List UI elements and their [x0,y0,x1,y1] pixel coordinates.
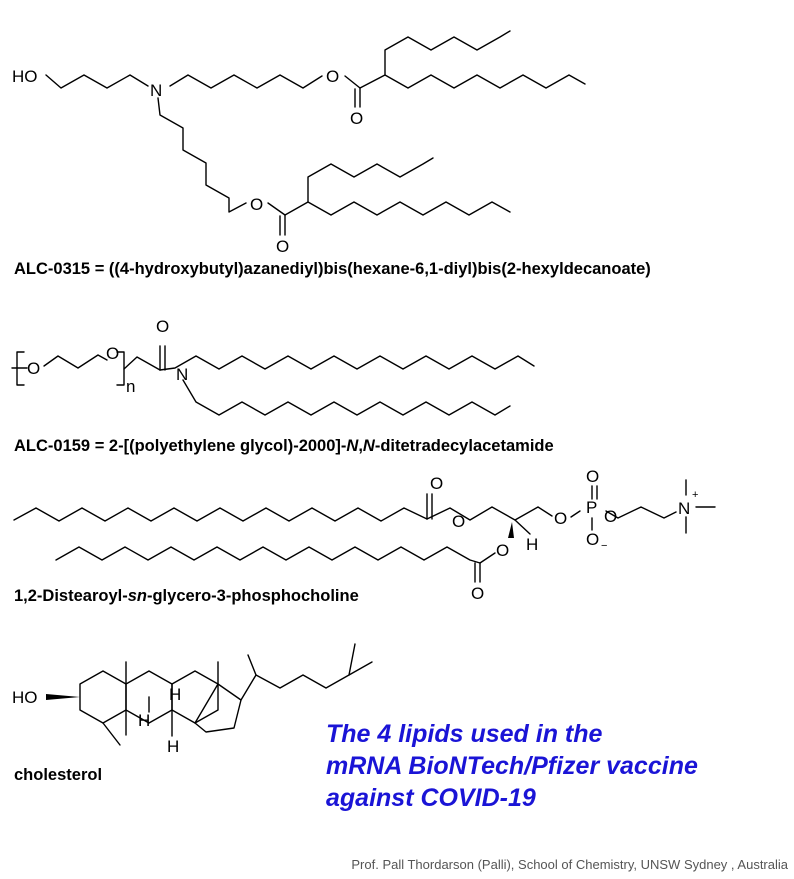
dspc-p-label: P [586,498,597,517]
alc0315-upper-ester-o-label: O [326,67,339,86]
dspc-phosphate-o2-label: O [586,467,599,486]
dspc-caption: 1,2-Distearoyl-sn-glycero-3-phosphocholi… [14,587,359,606]
dspc-glycerol-backbone [426,506,553,521]
alc0315-lower-branch [284,157,434,216]
alc0315-lower-carbonyl-o-label: O [276,237,289,256]
cholesterol-h2-label: H [138,711,150,730]
dspc-upper-carbonyl-o-label: O [430,474,443,493]
alc0315-lower-hexyl-linker [157,97,247,213]
dspc-caption-part2: -glycero-3-phosphocholine [146,587,359,605]
alc0315-ho-label: HO [12,67,38,86]
dspc-phosphate-link [570,510,581,518]
alc0159-caption-part1: ALC-0159 = 2-[(polyethylene glycol)-2000… [14,437,347,455]
alc0159-caption: ALC-0159 = 2-[(polyethylene glycol)-2000… [14,437,554,456]
alc0315-lower-ester-o-label: O [250,195,263,214]
alc0159-peg-chain [43,354,108,369]
alc0315-upper-carbonyl-o-label: O [350,109,363,128]
headline-line3: against COVID-19 [326,784,536,812]
alc0159-repeat-n-label: n [126,377,135,396]
dspc-phosphate-o-minus-label: O [586,530,599,549]
headline-line2: mRNA BioNTech/Pfizer vaccine [326,752,698,780]
dspc-stereo-wedge [508,522,514,538]
dspc-upper-ester-o-label: O [452,512,465,531]
alc0315-upper-branch [359,30,511,89]
alc0159-caption-italic-n1: N [346,437,359,455]
cholesterol-ring-system [46,643,373,746]
dspc-phosphate-o1-label: O [554,509,567,528]
headline: The 4 lipids used in the mRNA BioNTech/P… [326,718,698,814]
dspc-plus-charge: + [692,489,698,501]
cholesterol-ho-label: HO [12,688,38,707]
dspc-lower-stearoyl-chain [55,546,481,564]
dspc-choline-chain [605,506,677,519]
dspc-lower-ester-o-label: O [496,541,509,560]
dspc-lower-carbonyl-o-label: O [471,584,484,603]
alc0159-carbonyl-o-label: O [156,317,169,336]
alc0315-upper-hexyl-linker [169,74,323,89]
alc0159-acetamide-linker [123,356,161,371]
dspc-caption-part1: 1,2-Distearoyl- [14,587,128,605]
alc0159-o2-label: O [106,344,119,363]
dspc-h-label: H [526,535,538,554]
alc0315-hydroxybutyl-chain [45,74,149,89]
cholesterol-caption: cholesterol [14,766,103,784]
alc0315-upper-long-tail [384,74,586,89]
dspc-caption-italic: sn [127,587,147,605]
alc0159-n-label: N [176,365,188,384]
alc0159-caption-comma: , [358,437,363,455]
alc0159-caption-part2: -ditetradecylacetamide [374,437,554,455]
credit-line: Prof. Pall Thordarson (Palli), School of… [351,857,788,872]
alc0159-upper-tetradecyl [159,355,535,371]
alc0159-caption-italic-n2: N [362,437,375,455]
alc0315-upper-ester-bond [344,75,361,89]
headline-line1: The 4 lipids used in the [326,720,603,748]
alc0159-o1-label: O [27,359,40,378]
dspc-upper-stearoyl-chain [13,507,428,522]
alc0315-lower-ester-bond [267,202,286,216]
dspc-minus-charge: − [601,540,607,552]
dspc-phosphate-o3-label: O [604,507,617,526]
alc0159-lower-tetradecyl [182,379,511,416]
alc0315-n-label: N [150,81,162,100]
cholesterol-h1-label: H [169,685,181,704]
alc0315-caption: ALC-0315 = ((4-hydroxybutyl)azanediyl)bi… [14,260,651,278]
alc0315-lower-long-tail [307,201,511,216]
dspc-n-plus-label: N [678,499,690,518]
cholesterol-h3-label: H [167,737,179,756]
